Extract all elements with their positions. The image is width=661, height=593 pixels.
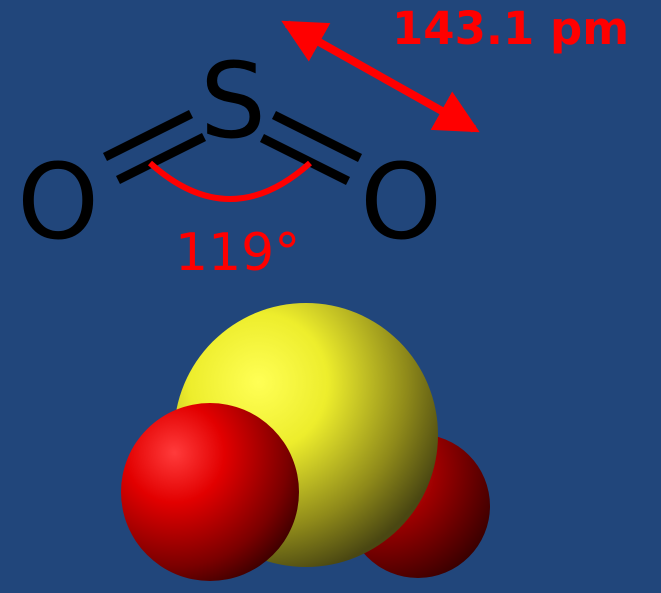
double-bond-left xyxy=(102,109,207,185)
arc-icon xyxy=(147,160,313,202)
sphere-oxygen-front xyxy=(121,403,299,581)
atom-label-sulfur: S xyxy=(200,40,266,162)
space-filling-model xyxy=(121,303,490,581)
atom-label-oxygen-left: O xyxy=(17,141,99,263)
double-bond-right xyxy=(259,110,363,186)
bond-angle-label: 119° xyxy=(175,223,300,283)
double-headed-arrow-icon xyxy=(281,20,480,133)
bond-length-label: 143.1 pm xyxy=(392,2,629,55)
atom-label-oxygen-right: O xyxy=(360,141,442,263)
